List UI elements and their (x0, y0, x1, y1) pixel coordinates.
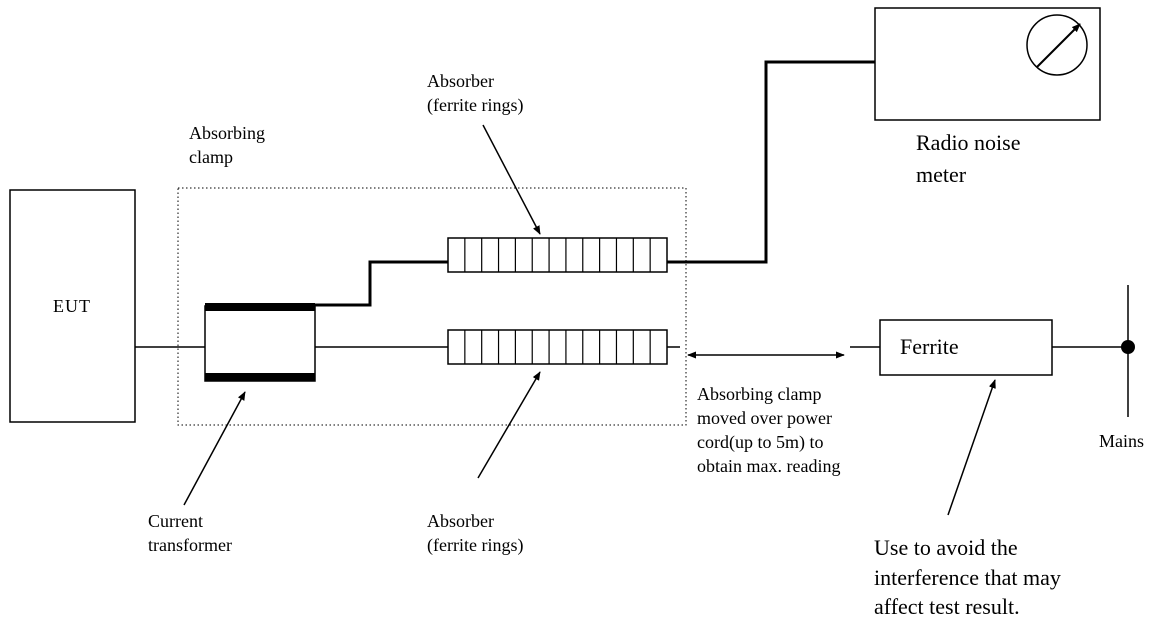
clamp-movement-label: Absorbing clamp moved over power cord(up… (697, 384, 840, 476)
ferrite-label: Ferrite (900, 334, 959, 359)
signal-cable (315, 260, 448, 307)
current-transformer (204, 303, 316, 382)
eut-label: EUT (53, 296, 91, 316)
absorber-bottom-pointer (477, 371, 541, 479)
ferrite-ring-stack-top-outline (447, 237, 668, 273)
ferrite-ring-stack-bottom-outline (447, 329, 668, 365)
ferrite-note-label: Use to avoid the interference that may a… (874, 535, 1066, 619)
absorber-top-label: Absorber (ferrite rings) (427, 71, 523, 116)
absorbing-clamp-label: Absorbing clamp (189, 123, 270, 167)
current-transformer-pointer (183, 391, 246, 506)
ferrite-note-pointer (947, 379, 996, 516)
radio-noise-meter-box (874, 7, 1101, 121)
current-transformer-label: Current transformer (148, 511, 232, 555)
mains-label: Mains (1099, 431, 1144, 451)
signal-cable-to-meter (667, 60, 875, 264)
meter-dial-icon (1026, 14, 1088, 76)
absorber-top-ferrite-rings (447, 237, 668, 273)
eut-box: EUT (9, 189, 136, 423)
ferrite-box: Ferrite (879, 319, 1053, 376)
absorber-bottom-label: Absorber (ferrite rings) (427, 511, 523, 556)
radio-noise-meter-label: Radio noise meter (916, 130, 1026, 187)
absorber-bottom-ferrite-rings (447, 329, 668, 365)
absorber-top-pointer (482, 124, 541, 235)
mains-connection (1121, 285, 1135, 417)
